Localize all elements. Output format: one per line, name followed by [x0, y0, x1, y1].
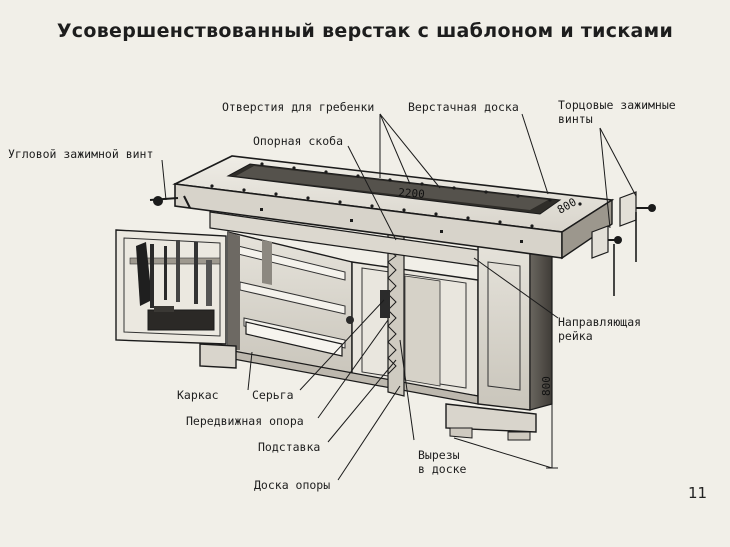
tool-door — [115, 229, 227, 345]
label-bench-board: Верстачная доска — [408, 100, 519, 114]
label-corner-vise: Угловой зажимной винт — [8, 147, 154, 161]
notched-stand — [380, 231, 405, 397]
page-number: 11 — [688, 484, 708, 502]
label-support-board: Доска опоры — [254, 478, 331, 492]
dim-length: 2200 — [398, 186, 425, 201]
label-stand: Подставка — [258, 440, 321, 454]
apron — [209, 211, 479, 267]
movable-support — [245, 316, 354, 357]
dimension-lines — [453, 256, 558, 469]
label-notches: Вырезы в доске — [418, 448, 467, 476]
label-end-vises: Торцовые зажимные винты — [558, 98, 676, 126]
corner-vise — [149, 195, 191, 209]
label-support-bracket: Опорная скоба — [253, 134, 344, 148]
label-guide-rail: Направляющая рейка — [558, 315, 642, 343]
right-pedestal — [445, 239, 553, 441]
page-title: Усовершенствованный верстак с шаблоном и… — [56, 20, 674, 42]
bench-top — [172, 155, 615, 260]
label-earring: Серьга — [252, 388, 294, 402]
leader-lines — [161, 113, 637, 481]
end-vises — [591, 191, 656, 296]
label-movable-support: Передвижная опора — [186, 414, 304, 428]
label-holes: Отверстия для гребенки — [222, 100, 375, 114]
dim-height: 800 — [540, 376, 553, 396]
label-frame: Каркас — [177, 388, 219, 402]
left-foot — [199, 343, 237, 369]
